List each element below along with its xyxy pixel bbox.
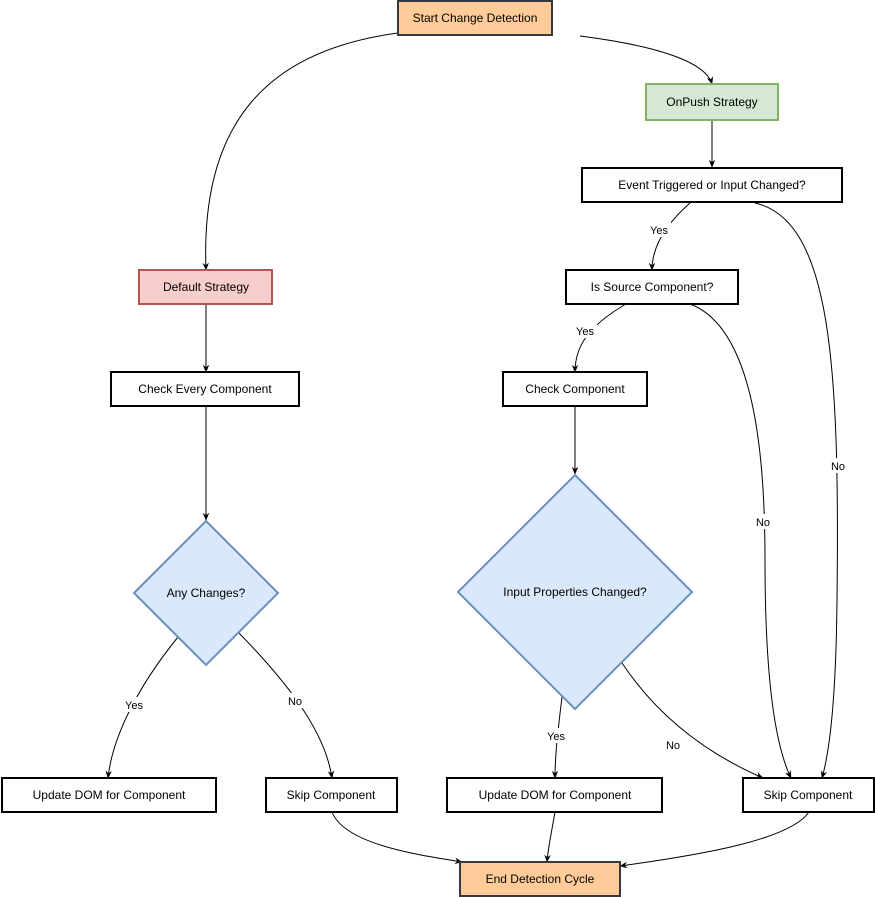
node-default-shape xyxy=(138,269,273,305)
edges xyxy=(105,32,838,869)
node-check-every-component[interactable]: Check Every Component xyxy=(110,371,300,407)
edge-label-input-yes: Yes xyxy=(547,731,565,743)
edge-skip-left-to-end xyxy=(331,811,463,864)
node-input-label: Input Properties Changed? xyxy=(503,585,647,599)
node-onpush-shape xyxy=(645,83,779,121)
edge-input-to-skip-right-no xyxy=(621,662,764,779)
node-skip-component-left[interactable]: Skip Component xyxy=(265,777,398,813)
node-start[interactable]: Start Change Detection xyxy=(397,0,553,36)
edge-skip-right-to-end xyxy=(619,811,810,869)
node-check-every-shape xyxy=(110,371,300,407)
node-check-component[interactable]: Check Component xyxy=(502,371,648,407)
node-skip-right-label: Skip Component xyxy=(764,788,853,802)
edge-label-input-no: No xyxy=(666,740,680,752)
node-skip-component-right[interactable]: Skip Component xyxy=(742,777,875,813)
node-event-shape xyxy=(581,167,843,203)
edge-start-to-onpush xyxy=(579,35,714,85)
node-start-shape xyxy=(397,0,553,36)
node-default-label: Default Strategy xyxy=(163,280,249,294)
edge-event-to-skip-right-no xyxy=(754,202,838,779)
edge-update-right-to-end xyxy=(544,811,556,863)
node-update-dom-left[interactable]: Update DOM for Component xyxy=(1,777,217,813)
edge-start-to-default xyxy=(202,32,399,271)
node-input-properties-changed[interactable]: Input Properties Changed? xyxy=(456,473,694,711)
node-event-label: Event Triggered or Input Changed? xyxy=(618,178,806,192)
node-any-changes-label: Any Changes? xyxy=(167,586,246,600)
edge-label-any-no: No xyxy=(288,696,302,708)
node-update-left-shape xyxy=(1,777,217,813)
node-skip-left-shape xyxy=(265,777,398,813)
node-update-left-label: Update DOM for Component xyxy=(33,788,186,802)
edge-label-event-no: No xyxy=(831,461,845,473)
edge-labels: Yes Yes No No Yes No Yes No xyxy=(122,222,849,752)
edge-any-to-update-left-yes xyxy=(105,636,179,779)
edge-label-event-yes: Yes xyxy=(650,225,668,237)
node-update-right-label: Update DOM for Component xyxy=(479,788,632,802)
node-update-dom-right[interactable]: Update DOM for Component xyxy=(446,777,663,813)
node-update-right-shape xyxy=(446,777,663,813)
edge-label-source-yes: Yes xyxy=(576,326,594,338)
node-skip-right-shape xyxy=(742,777,875,813)
edge-source-to-skip-right-no xyxy=(689,303,792,779)
node-skip-left-label: Skip Component xyxy=(287,788,376,802)
node-input-shape xyxy=(456,473,694,711)
node-end[interactable]: End Detection Cycle xyxy=(459,861,621,897)
node-any-changes[interactable]: Any Changes? xyxy=(132,519,280,667)
node-end-label: End Detection Cycle xyxy=(486,872,595,886)
node-onpush-strategy[interactable]: OnPush Strategy xyxy=(645,83,779,121)
node-check-every-label: Check Every Component xyxy=(138,382,272,396)
node-onpush-label: OnPush Strategy xyxy=(666,95,757,109)
node-start-label: Start Change Detection xyxy=(413,11,538,25)
node-default-strategy[interactable]: Default Strategy xyxy=(138,269,273,305)
node-end-shape xyxy=(459,861,621,897)
node-event-triggered[interactable]: Event Triggered or Input Changed? xyxy=(581,167,843,203)
node-any-changes-shape xyxy=(132,519,280,667)
node-is-source-component[interactable]: Is Source Component? xyxy=(565,269,739,305)
edge-label-any-yes: Yes xyxy=(125,700,143,712)
node-check-shape xyxy=(502,371,648,407)
edge-label-source-no: No xyxy=(756,517,770,529)
node-source-label: Is Source Component? xyxy=(591,280,714,294)
node-source-shape xyxy=(565,269,739,305)
node-check-label: Check Component xyxy=(525,382,625,396)
